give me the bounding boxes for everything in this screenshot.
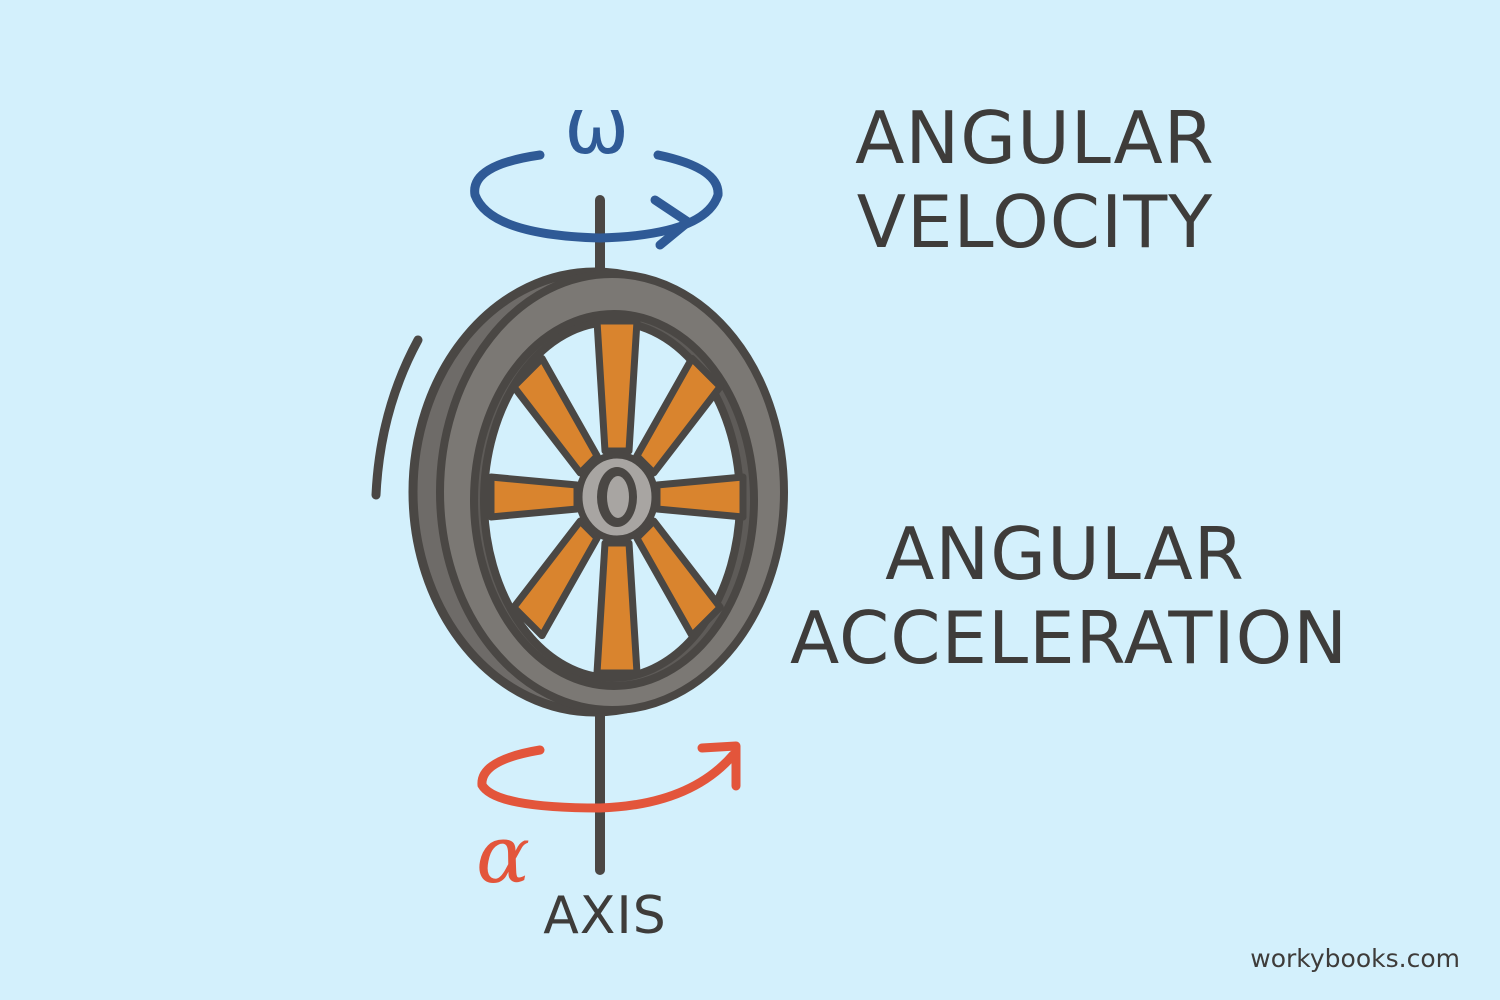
spoke (593, 317, 641, 455)
omega-symbol: ω (564, 82, 630, 172)
hub-center (607, 476, 629, 518)
angular-velocity-arrowhead (650, 195, 693, 250)
axis-label: AXIS (543, 886, 667, 946)
angular-acceleration-arrow (477, 745, 738, 813)
alpha-symbol: α (476, 808, 531, 901)
spoke (487, 473, 581, 521)
spoke (653, 473, 747, 521)
brand-watermark: workybooks.com (1250, 944, 1460, 973)
angular-velocity-label: ANGULAR VELOCITY (855, 96, 1215, 265)
angular-acceleration-arrowhead (697, 741, 741, 791)
angular-velocity-arrow (470, 150, 723, 243)
spoke (593, 539, 641, 677)
wheel (408, 267, 788, 717)
motion-arc (371, 335, 423, 500)
angular-acceleration-label: ANGULAR ACCELERATION (790, 512, 1349, 681)
